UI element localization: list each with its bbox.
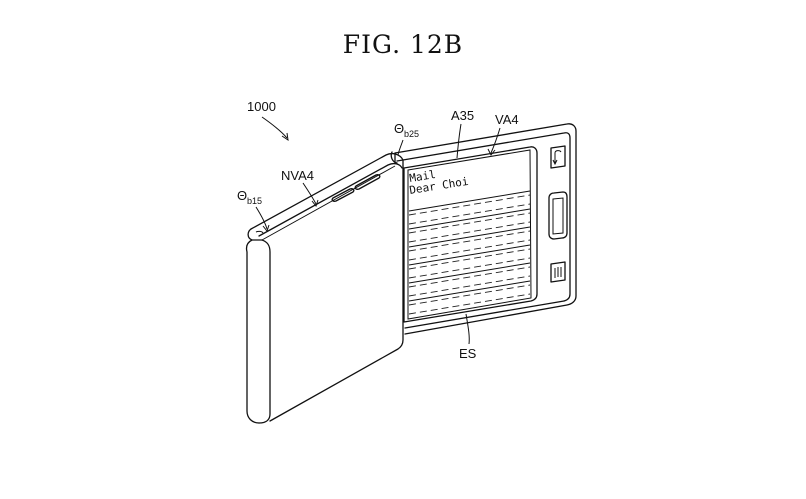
side-button-lower[interactable] <box>331 188 355 202</box>
home-button-icon[interactable] <box>548 191 568 240</box>
leader-va4-arrowhead <box>487 148 496 156</box>
side-button-upper[interactable] <box>354 174 381 190</box>
leader-va4 <box>490 127 501 154</box>
leader-nva4 <box>302 182 317 205</box>
back-arrow-icon[interactable] <box>550 145 566 169</box>
leader-es <box>465 313 470 345</box>
leader-a35 <box>456 123 462 159</box>
leader-theta-b15 <box>255 206 268 230</box>
figure-title: FIG. 12B <box>342 30 464 59</box>
leader-theta-b15-arrowhead <box>262 224 270 233</box>
label-a35: A35 <box>451 108 474 123</box>
display-screen: Mail Dear Choi <box>403 146 538 323</box>
label-es: ES <box>459 346 477 361</box>
label-theta-b25: Θ b25 <box>394 121 419 139</box>
label-va4: VA4 <box>495 112 519 127</box>
svg-text:b15: b15 <box>247 196 262 206</box>
leader-theta-b25 <box>397 139 404 156</box>
front-panel <box>245 153 404 424</box>
label-device-number: 1000 <box>247 99 276 114</box>
leader-device <box>261 116 288 139</box>
menu-lines-icon[interactable] <box>550 261 566 283</box>
label-nva4: NVA4 <box>281 168 314 183</box>
screen-content-lines <box>408 194 531 315</box>
leader-nva4-arrowhead <box>311 199 319 208</box>
label-theta-b15: Θ b15 <box>237 188 262 206</box>
svg-text:b25: b25 <box>404 129 419 139</box>
leader-device-arrowhead <box>281 132 289 142</box>
svg-text:Θ: Θ <box>394 121 404 136</box>
screen-text-mail: Mail <box>408 168 436 185</box>
back-panel <box>390 123 577 335</box>
svg-text:Θ: Θ <box>237 188 247 203</box>
